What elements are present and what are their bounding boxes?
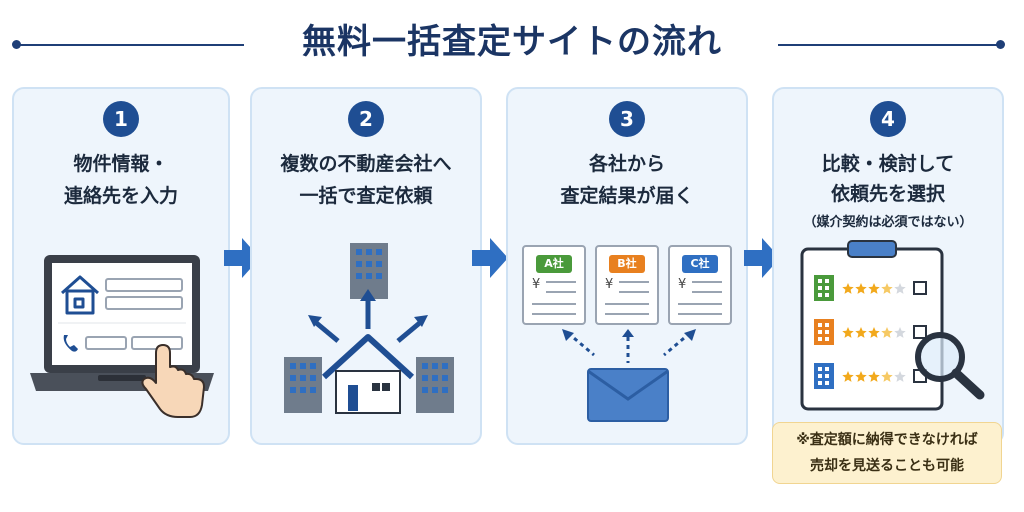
text-line <box>546 291 576 293</box>
rating-star <box>855 283 867 294</box>
title-left-line <box>16 44 244 46</box>
text-line <box>692 281 722 283</box>
rating-star <box>842 371 854 382</box>
rating-star <box>855 327 867 338</box>
step-1-line-1: 物件情報・ <box>73 153 169 175</box>
rating-star <box>894 283 906 294</box>
clipboard-icon <box>800 240 944 411</box>
company-label: A社 <box>536 255 572 273</box>
form-field-2 <box>105 296 183 310</box>
company-label: C社 <box>682 255 718 273</box>
text-line <box>605 303 649 305</box>
text-line <box>678 313 722 315</box>
house-icon <box>61 275 99 315</box>
step-number-1: 1 <box>103 101 139 137</box>
text-line <box>678 303 722 305</box>
selection-checkbox <box>913 281 927 295</box>
flow-arrow-3 <box>744 238 780 278</box>
title-right-line <box>778 44 1000 46</box>
step-number-2: 2 <box>348 101 384 137</box>
text-line <box>605 313 649 315</box>
building-icon <box>814 275 834 301</box>
step-card-3: 3 各社から 査定結果が届く A社 ¥ B社 ¥ C社 ¥ <box>506 87 748 445</box>
step-4-line-2: 依頼先を選択 <box>830 183 945 205</box>
page-title: 無料一括査定サイトの流れ <box>302 22 722 62</box>
rating-star <box>868 327 880 338</box>
dotted-arrow-left <box>567 331 595 357</box>
step-4-subtext: （媒介契約は必須ではない） <box>803 215 973 230</box>
pointing-hand-icon <box>141 344 205 418</box>
report-document-2: B社 ¥ <box>595 245 659 325</box>
step-3-line-2: 査定結果が届く <box>560 185 694 207</box>
rating-star <box>842 283 854 294</box>
step-2-line-1: 複数の不動産会社へ <box>280 153 452 175</box>
selection-checkbox <box>913 325 927 339</box>
envelope-icon <box>587 368 669 422</box>
form-field-3 <box>85 336 127 350</box>
laptop-form-illustration <box>30 255 214 418</box>
rating-star <box>894 327 906 338</box>
rating-star <box>881 371 893 382</box>
clipboard-illustration <box>800 240 985 411</box>
rating-star <box>868 283 880 294</box>
company-label: B社 <box>609 255 645 273</box>
text-line <box>619 281 649 283</box>
rating-star <box>842 327 854 338</box>
note-box: ※査定額に納得できなければ 売却を見送ることも可能 <box>772 422 1002 484</box>
rating-star <box>868 371 880 382</box>
report-document-1: A社 ¥ <box>522 245 586 325</box>
step-3-line-1: 各社から <box>588 153 665 175</box>
step-4-line-1: 比較・検討して <box>821 153 955 175</box>
note-line-1: ※査定額に納得できなければ <box>796 432 978 448</box>
phone-icon <box>63 335 78 352</box>
currency-symbol: ¥ <box>532 277 541 292</box>
distribution-illustration <box>284 243 454 414</box>
envelope-illustration <box>562 329 696 422</box>
text-line <box>692 291 722 293</box>
text-line <box>619 291 649 293</box>
step-card-1: 1 物件情報・ 連絡先を入力 <box>12 87 230 445</box>
magnifier-icon <box>915 332 985 400</box>
flow-arrow-2 <box>472 238 508 278</box>
rating-star <box>881 327 893 338</box>
company-building-icon-left <box>284 357 322 413</box>
form-field-1 <box>105 278 183 292</box>
text-line <box>532 303 576 305</box>
step-2-line-2: 一括で査定依頼 <box>299 185 433 207</box>
title-row: 無料一括査定サイトの流れ <box>0 8 1024 68</box>
note-line-2: 売却を見送ることも可能 <box>810 458 964 474</box>
rating-star <box>881 283 893 294</box>
currency-symbol: ¥ <box>678 277 687 292</box>
text-line <box>532 313 576 315</box>
title-right-dot <box>996 40 1005 49</box>
currency-symbol: ¥ <box>605 277 614 292</box>
rating-star <box>894 371 906 382</box>
report-document-3: C社 ¥ <box>668 245 732 325</box>
step-1-line-2: 連絡先を入力 <box>63 185 178 207</box>
building-icon <box>814 363 834 389</box>
dotted-arrow-right <box>663 331 691 357</box>
step-card-4: 4 比較・検討して 依頼先を選択 （媒介契約は必須ではない） <box>772 87 1004 445</box>
step-number-4: 4 <box>870 101 906 137</box>
report-documents: A社 ¥ B社 ¥ C社 ¥ <box>522 245 736 335</box>
step-number-3: 3 <box>609 101 645 137</box>
rating-star <box>855 371 867 382</box>
company-building-icon-right <box>416 357 454 413</box>
text-line <box>546 281 576 283</box>
arrow-to-left-building <box>312 319 340 343</box>
step-card-2: 2 複数の不動産会社へ 一括で査定依頼 <box>250 87 482 445</box>
arrow-to-right-building <box>396 319 424 343</box>
building-icon <box>814 319 834 345</box>
house-icon <box>321 334 415 414</box>
